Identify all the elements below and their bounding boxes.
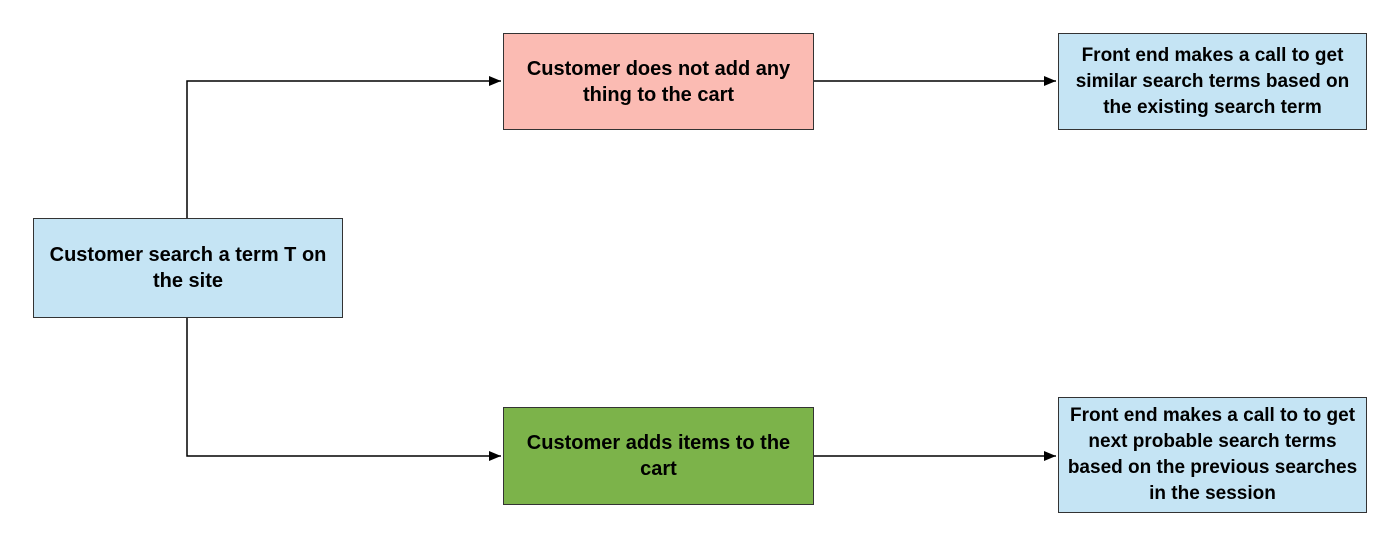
node-no-add-to-cart-label: Customer does not add any thing to the c…: [526, 57, 791, 106]
edge-start-to-no-add: [186, 76, 501, 218]
node-similar-search-terms-label: Front end makes a call to get similar se…: [1075, 44, 1350, 118]
node-similar-search-terms-call: Front end makes a call to get similar se…: [1058, 33, 1367, 130]
edge-start-to-add: [186, 318, 501, 461]
node-no-add-to-cart: Customer does not add any thing to the c…: [503, 33, 814, 130]
node-customer-search-label: Customer search a term T on the site: [49, 244, 327, 292]
node-customer-search: Customer search a term T on the site: [33, 218, 343, 318]
node-next-probable-terms-call: Front end makes a call to to get next pr…: [1058, 397, 1367, 513]
node-adds-items-to-cart: Customer adds items to the cart: [503, 407, 814, 505]
node-adds-items-to-cart-label: Customer adds items to the cart: [526, 432, 791, 480]
node-next-probable-terms-label: Front end makes a call to to get next pr…: [1067, 405, 1358, 504]
